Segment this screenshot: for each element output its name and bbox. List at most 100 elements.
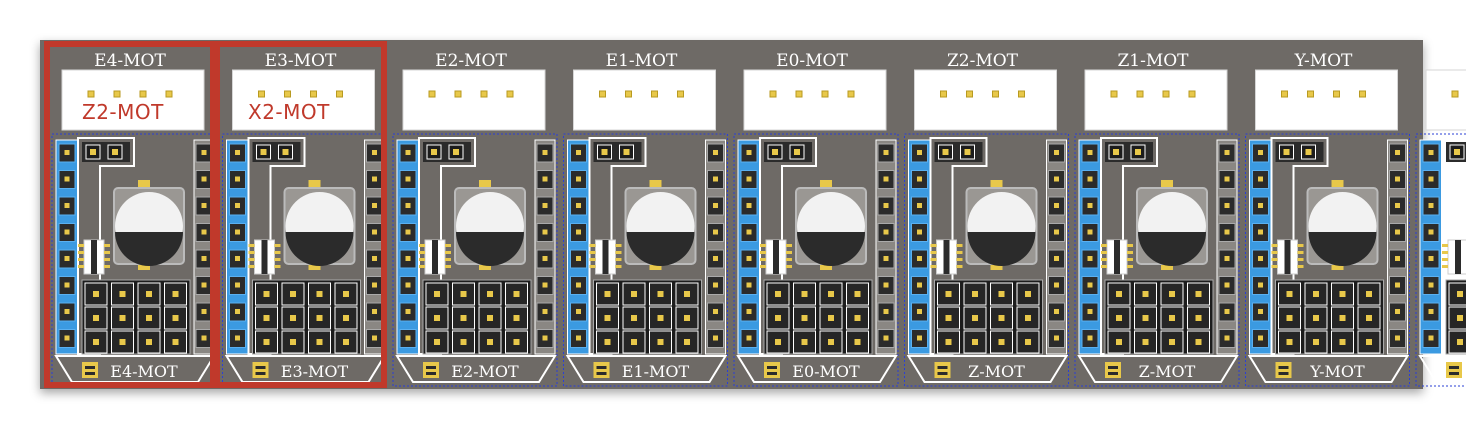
microstep-jumper-pad (684, 339, 690, 345)
left-pin-pad (64, 282, 70, 288)
capacitor-lead-bottom (990, 262, 1003, 270)
chip-lead (1442, 251, 1448, 254)
left-pin-pad (576, 203, 581, 208)
left-pin-pad (576, 335, 581, 341)
right-pin-pad (1395, 256, 1400, 261)
microstep-jumper-pad (1366, 291, 1372, 297)
left-pin-pad (405, 176, 411, 182)
right-pin-pad (542, 282, 548, 288)
connector-pin (480, 90, 488, 98)
connector-pin (966, 90, 973, 98)
highlight-box-2 (214, 41, 387, 388)
microstep-jumper-pad (172, 291, 179, 297)
microstep-jumper-pad (263, 291, 270, 297)
driver-label-icon-line (937, 366, 948, 369)
microstep-jumper-pad (1286, 339, 1293, 345)
capacitor-lead-top (1331, 180, 1344, 188)
driver-label: Y-MOT (1309, 362, 1365, 381)
chip-lead (78, 244, 84, 247)
microstep-jumper-pad (1313, 339, 1319, 345)
connector-pin (258, 90, 265, 98)
driver-label-frame (395, 355, 557, 383)
left-pin-pad (405, 335, 411, 341)
module-outline (904, 133, 1069, 387)
right-pin-pad (372, 203, 377, 208)
connector-pin (139, 90, 147, 98)
chip-lead (419, 265, 425, 268)
jumper-outline (77, 137, 135, 355)
microstep-jumper-pad (604, 291, 611, 297)
right-pin-pad (1054, 335, 1059, 341)
right-pin-pad (883, 309, 889, 314)
right-pin-pad (713, 176, 718, 182)
chip-lead (274, 244, 281, 247)
right-pin-pad (713, 203, 718, 208)
right-pin-pad (542, 229, 548, 235)
connector-pin (1188, 90, 1196, 98)
connector-pin (1136, 90, 1144, 98)
annotation-x2-mot: X2-MOT (248, 100, 330, 124)
microstep-jumper-pad (316, 339, 323, 345)
chip-lead (930, 251, 937, 254)
microstep-jumper-pad (775, 291, 781, 297)
right-pin-pad (1054, 229, 1059, 235)
chip-lead (78, 265, 84, 268)
chip-marking (773, 240, 779, 274)
capacitor-stripe (797, 232, 865, 266)
top-jumper-pad (1283, 149, 1290, 155)
microstep-jumper-pad (854, 291, 861, 297)
right-pin-pad (1224, 309, 1230, 314)
jumper-outline (588, 137, 647, 355)
driver-label-icon-line (1278, 366, 1289, 369)
right-pin-pad (201, 176, 207, 182)
chip-lead (419, 258, 425, 261)
chip-marking (602, 240, 609, 274)
header-label: Y-MOT (1294, 51, 1353, 71)
chip-lead (1101, 251, 1107, 254)
microstep-jumper-pad (263, 315, 270, 321)
top-jumper-pad (453, 149, 459, 155)
microstep-jumper-pad (828, 315, 834, 321)
left-pin-pad (405, 203, 411, 208)
chip-lead (930, 258, 937, 261)
microstep-jumper-pad (1025, 339, 1031, 345)
microstep-jumper-pad (434, 339, 440, 345)
left-pin-pad (1428, 229, 1434, 235)
header-label: Z1-MOT (1117, 51, 1189, 71)
top-jumper-pad (112, 149, 118, 155)
chip-lead (1271, 244, 1278, 247)
left-pin-pad (917, 256, 922, 261)
right-pin-strip (1387, 139, 1408, 355)
right-pin-pad (883, 176, 889, 182)
microstep-jumper-pad (657, 315, 664, 321)
chip-lead (104, 251, 110, 254)
microstep-jumper-pad (1169, 339, 1175, 345)
left-pin-pad (1087, 203, 1093, 208)
left-pin-pad (917, 335, 922, 341)
chip-lead (615, 258, 622, 261)
top-jumper-pad (794, 149, 800, 155)
microstep-jumper-pad (1313, 291, 1319, 297)
left-pin-pad (64, 309, 70, 314)
microstep-jumper-pad (513, 291, 520, 297)
chip-lead (760, 251, 766, 254)
driver-label-icon-line (1108, 372, 1118, 375)
chip-marking (1114, 240, 1120, 274)
microstep-jumper-pad (684, 291, 690, 297)
chip-lead (248, 251, 255, 254)
microstep-jumper-pad (119, 339, 126, 345)
chip-lead (104, 258, 110, 261)
module-outline (1245, 133, 1410, 387)
driver-label-icon-line (596, 372, 607, 375)
chip-lead (1442, 258, 1448, 261)
right-pin-pad (1224, 176, 1230, 182)
microstep-jumper-pad (1339, 339, 1346, 345)
driver-label-icon-line (255, 372, 266, 375)
motor-connector (743, 69, 887, 131)
right-pin-pad (883, 335, 889, 341)
chip-lead (1127, 265, 1133, 268)
microstep-jumper-pad (119, 315, 126, 321)
jumper-outline (929, 137, 988, 355)
